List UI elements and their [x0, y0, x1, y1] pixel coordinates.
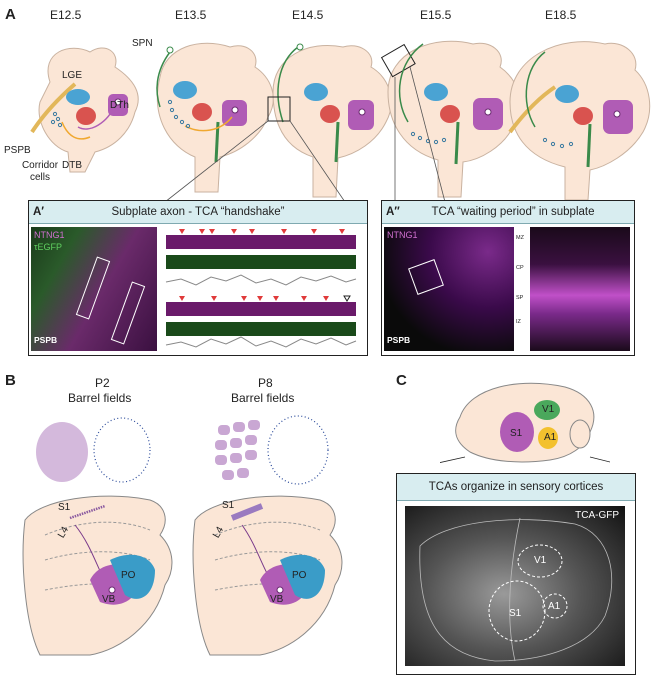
brain-e14	[267, 43, 392, 198]
label-lge: LGE	[62, 70, 83, 81]
b-p2-s1-label: S1	[58, 502, 71, 513]
panel-a-prime-letter: A′	[33, 206, 45, 218]
a-prime-micrograph: NTNG1 τEGFP PSPB	[31, 227, 157, 351]
a-prime-ntng1-label: NTNG1	[34, 230, 65, 240]
panel-a-double-prime-letter: A″	[386, 206, 400, 218]
a-double-prime-zoom	[530, 227, 630, 351]
label-corridor-cells: Corridor cells	[21, 160, 59, 183]
panel-a-double-prime-header: A″ TCA “waiting period” in subplate	[382, 201, 634, 224]
tca-gfp-image: TCA-GFP V1 S1 A1	[405, 506, 625, 666]
a-double-prime-pspb-label: PSPB	[387, 335, 411, 345]
stage-label-e14: E14.5	[292, 8, 324, 22]
panel-c-letter: C	[396, 372, 407, 389]
p8-caption: Barrel fields	[231, 391, 295, 405]
b-p8-po-label: PO	[292, 570, 307, 581]
stage-label-e12: E12.5	[50, 8, 82, 22]
tca-s1-label: S1	[509, 608, 522, 619]
b-p2-po-label: PO	[121, 570, 136, 581]
tca-v1-label: V1	[534, 555, 547, 566]
tca-gfp-outlines	[419, 517, 613, 662]
coronal-p2	[22, 495, 173, 656]
layer-label-mz: MZ	[516, 235, 524, 241]
panel-b-diagrams	[22, 415, 343, 656]
panel-a-prime-header: A′ Subplate axon - TCA “handshake”	[29, 201, 367, 224]
panel-b-letter: B	[5, 372, 16, 389]
panel-a-double-prime: A″ TCA “waiting period” in subplate NTNG…	[381, 200, 635, 356]
b-p8-s1-label: S1	[222, 500, 235, 511]
panel-a-brain-diagrams	[30, 40, 651, 203]
panel-a-prime: A′ Subplate axon - TCA “handshake” NTNG1…	[28, 200, 368, 356]
a-prime-traces	[165, 229, 357, 348]
stage-label-e15: E15.5	[420, 8, 452, 22]
brain-e12	[30, 47, 139, 173]
c-label-s1: S1	[510, 428, 523, 439]
p8-age: P8	[258, 376, 273, 390]
a-prime-pspb-label: PSPB	[34, 335, 58, 345]
brain-e13	[156, 42, 274, 193]
b-p8-vb-label: VB	[270, 594, 284, 605]
stage-label-e13: E13.5	[175, 8, 207, 22]
p2-age: P2	[95, 376, 110, 390]
panel-a-letter: A	[5, 6, 16, 23]
label-dtb: DTB	[62, 160, 82, 171]
panel-a-prime-title: Subplate axon - TCA “handshake”	[111, 206, 285, 218]
label-pspb: PSPB	[4, 145, 31, 156]
a-double-prime-roi-box	[408, 259, 444, 295]
a-double-prime-ntng1-label: NTNG1	[387, 230, 418, 240]
tca-a1-label: A1	[548, 601, 561, 612]
layer-label-cp: CP	[516, 265, 524, 271]
a-prime-egfp-label: τEGFP	[34, 242, 63, 252]
b-p2-vb-label: VB	[102, 594, 116, 605]
coronal-p8	[192, 495, 343, 656]
panel-c-brain-schematic	[440, 382, 610, 463]
panel-a-double-prime-title: TCA “waiting period” in subplate	[431, 206, 595, 218]
label-dth: DTh	[110, 100, 129, 111]
p2-caption: Barrel fields	[68, 391, 132, 405]
brain-e18	[508, 41, 651, 201]
stage-label-e18: E18.5	[545, 8, 577, 22]
a-double-prime-micrograph: NTNG1 PSPB	[384, 227, 514, 351]
a-double-prime-layer-column: MZ CP SP IZ	[516, 227, 530, 351]
brain-e15	[380, 40, 521, 198]
layer-label-iz: IZ	[516, 319, 521, 325]
c-label-v1: V1	[542, 404, 555, 415]
c-label-a1: A1	[544, 432, 557, 443]
tca-gfp-label: TCA-GFP	[575, 510, 619, 521]
a-prime-roi-box-1	[75, 256, 111, 320]
a-prime-roi-box-2	[110, 281, 146, 345]
layer-label-sp: SP	[516, 295, 524, 301]
panel-c-title: TCAs organize in sensory cortices	[397, 474, 635, 501]
panel-c-box: TCAs organize in sensory cortices TCA-GF…	[396, 473, 636, 675]
label-spn: SPN	[132, 38, 153, 49]
